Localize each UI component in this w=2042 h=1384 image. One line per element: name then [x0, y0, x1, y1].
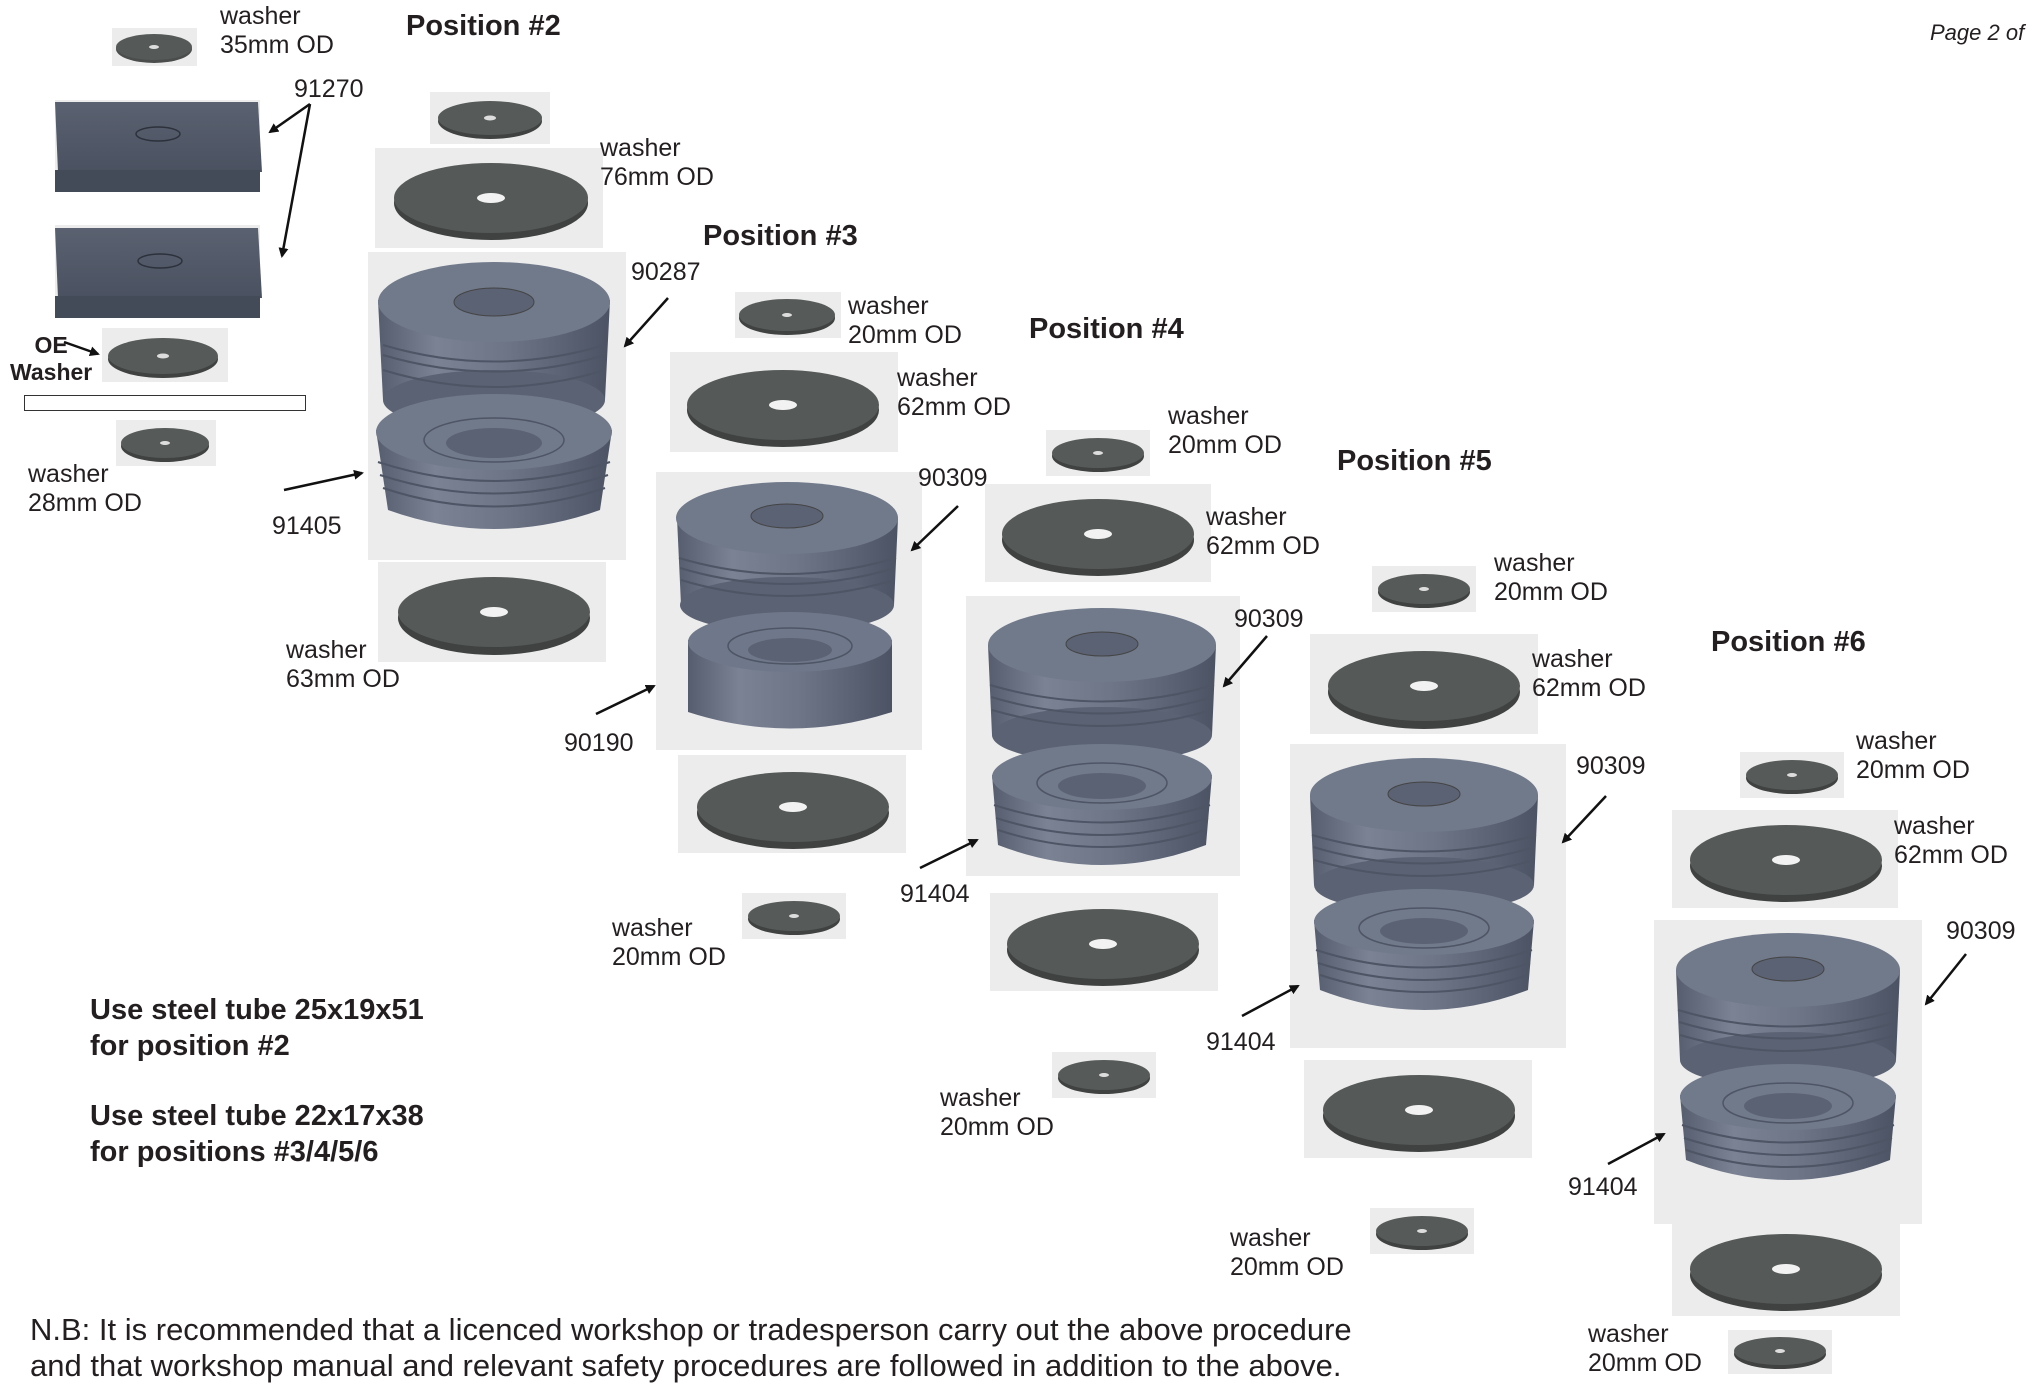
arrow-90190: [595, 684, 656, 716]
heading-position-4: Position #4: [1029, 313, 1184, 345]
p6-washer-20mm-top: [1740, 752, 1844, 798]
oe-washer: [102, 328, 228, 382]
p3-washer-62mm: [670, 352, 898, 452]
arrow-91270-b: [278, 103, 312, 258]
p5-washer-20mm-bottom: [1370, 1208, 1474, 1254]
p3-washer-20mm-top: [735, 292, 841, 338]
part-number-90309-p5: 90309: [1576, 752, 1646, 780]
arrow-90309-p4: [1222, 635, 1268, 688]
p2-washer-76mm: [375, 148, 603, 248]
label-washer-76mm: washer 76mm OD: [600, 134, 714, 191]
heading-position-2: Position #2: [406, 10, 561, 42]
p4-bush-91404: [992, 744, 1212, 865]
page-label: Page 2 of: [1930, 20, 2025, 45]
arrow-90309-p6: [1924, 953, 1967, 1006]
p4-washer-20mm-bottom: [1052, 1052, 1156, 1098]
label-p4-washer-large: washer 62mm OD: [1206, 503, 1320, 560]
arrow-90309-p5: [1561, 795, 1607, 844]
note-steel-tube-position-2: Use steel tube 25x19x51 for position #2: [90, 994, 424, 1062]
label-p3-washer-top: washer 20mm OD: [848, 292, 962, 349]
p3-washer-62mm-bottom: [678, 755, 906, 853]
heading-position-3: Position #3: [703, 220, 858, 252]
p5-washer-62mm: [1310, 634, 1538, 734]
p4-washer-62mm-bottom: [990, 893, 1218, 991]
footnote: N.B: It is recommended that a licenced w…: [30, 1312, 1352, 1383]
arrow-91404-p5: [1241, 984, 1300, 1018]
block-91270-bottom: [55, 225, 262, 318]
note-steel-tube-positions-3-6: Use steel tube 22x17x38 for positions #3…: [90, 1100, 424, 1168]
p6-washer-20mm-bottom: [1728, 1330, 1832, 1374]
arrow-91404-p6: [1607, 1132, 1666, 1166]
heading-position-6: Position #6: [1711, 626, 1866, 658]
washer-28mm: [116, 420, 216, 466]
label-p6-washer-top: washer 20mm OD: [1856, 727, 1970, 784]
p2-washer-small: [430, 92, 550, 144]
leader-arrows: [63, 102, 1967, 1166]
part-number-91404-p4: 91404: [900, 880, 970, 908]
arrow-oe-washer: [63, 340, 100, 357]
block-91270-top: [55, 100, 262, 192]
arrow-91270-a: [268, 102, 311, 134]
label-washer-35mm: washer 35mm OD: [220, 2, 334, 59]
label-washer-28mm: washer 28mm OD: [28, 460, 142, 517]
p5-washer-62mm-bottom: [1304, 1060, 1532, 1158]
arrow-90309-p3: [910, 505, 959, 552]
part-number-90309-p3: 90309: [918, 464, 988, 492]
heading-position-5: Position #5: [1337, 445, 1492, 477]
p6-washer-62mm: [1672, 810, 1898, 908]
label-p5-washer-large: washer 62mm OD: [1532, 645, 1646, 702]
part-number-91404-p5: 91404: [1206, 1028, 1276, 1056]
p5-bush-90309: [1290, 744, 1566, 1048]
p5-washer-20mm-top: [1372, 566, 1476, 612]
label-p5-washer-bottom: washer 20mm OD: [1230, 1224, 1344, 1281]
part-number-90309-p6: 90309: [1946, 917, 2016, 945]
p4-washer-20mm-top: [1046, 430, 1150, 476]
arrow-90287: [623, 297, 669, 348]
part-number-90190: 90190: [564, 729, 634, 757]
label-p4-washer-bottom: washer 20mm OD: [940, 1084, 1054, 1141]
label-p3-washer-large: washer 62mm OD: [897, 364, 1011, 421]
label-p6-washer-large: washer 62mm OD: [1894, 812, 2008, 869]
p3-washer-20mm-bottom: [742, 893, 846, 939]
steel-tube-outline: [24, 395, 306, 411]
washer-35mm: [112, 28, 197, 66]
arrow-91405: [283, 469, 364, 492]
p6-washer-62mm-bottom: [1672, 1218, 1900, 1316]
label-p3-washer-bottom: washer 20mm OD: [612, 914, 726, 971]
p6-bush-90309: [1654, 920, 1922, 1224]
label-washer-63mm: washer 63mm OD: [286, 636, 400, 693]
p4-washer-62mm: [985, 484, 1211, 582]
p3-bush-90190: [688, 612, 892, 729]
part-number-91405: 91405: [272, 512, 342, 540]
arrow-91404-p4: [919, 838, 979, 870]
part-number-90287: 90287: [631, 258, 701, 286]
oe-washer-label: OE Washer: [10, 332, 93, 385]
label-p5-washer-top: washer 20mm OD: [1494, 549, 1608, 606]
part-number-91404-p6: 91404: [1568, 1173, 1638, 1201]
p2-washer-63mm: [378, 562, 606, 662]
label-p6-washer-bottom: washer 20mm OD: [1588, 1320, 1702, 1377]
p2-bush-90287: [368, 252, 626, 560]
label-p4-washer-top: washer 20mm OD: [1168, 402, 1282, 459]
part-number-90309-p4: 90309: [1234, 605, 1304, 633]
part-number-91270: 91270: [294, 75, 364, 103]
